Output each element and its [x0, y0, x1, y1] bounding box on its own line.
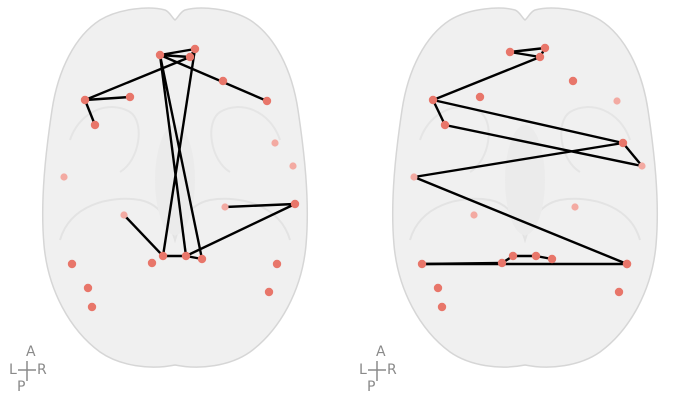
brain-node — [155, 50, 165, 60]
brain-node — [470, 211, 478, 219]
orientation-cross-icon — [368, 361, 386, 381]
brain-node — [440, 120, 450, 130]
brain-node — [125, 92, 135, 102]
brain-node — [535, 52, 545, 62]
brain-node — [540, 43, 550, 53]
edge — [413, 175, 628, 266]
brain-node — [437, 302, 447, 312]
edge — [84, 95, 131, 102]
brain-node — [433, 283, 443, 293]
brain-node — [80, 95, 90, 105]
orientation-right-label: R — [37, 362, 47, 378]
brain-node — [60, 173, 68, 181]
orientation-cross-icon — [18, 361, 36, 381]
brain-node — [120, 211, 128, 219]
brain-node — [497, 258, 507, 268]
brain-node — [218, 76, 228, 86]
edge — [185, 202, 296, 258]
brain-node — [67, 259, 77, 269]
brain-node — [417, 259, 427, 269]
brain-node — [505, 47, 515, 57]
edge — [83, 99, 97, 126]
brain-node — [410, 173, 418, 181]
brain-node — [614, 287, 624, 297]
brain-node — [508, 251, 518, 261]
nodes-layer — [60, 43, 646, 312]
brain-node — [221, 203, 229, 211]
panel-left-edges — [83, 47, 296, 261]
edge — [224, 202, 296, 209]
edge — [158, 54, 204, 260]
edge — [432, 98, 624, 145]
orientation-posterior-label: P — [367, 379, 376, 395]
edge — [413, 141, 624, 179]
brain-node — [428, 95, 438, 105]
edge — [159, 53, 191, 59]
brain-node — [613, 97, 621, 105]
brain-node — [158, 251, 168, 261]
brain-node — [571, 203, 579, 211]
brain-node — [290, 199, 300, 209]
brain-node — [618, 138, 628, 148]
brain-node — [547, 254, 557, 264]
brain-node — [147, 258, 157, 268]
brain-node — [185, 52, 195, 62]
panel-left-nodes — [60, 44, 300, 312]
brain-node — [289, 162, 297, 170]
brain-node — [181, 251, 191, 261]
orientation-posterior-label: P — [17, 379, 26, 395]
edge — [444, 123, 643, 168]
brain-node — [638, 162, 646, 170]
panel-right-edges — [413, 46, 643, 266]
brain-node — [475, 92, 485, 102]
edge — [431, 99, 447, 126]
edges-layer — [83, 46, 643, 266]
brain-node — [568, 76, 578, 86]
orientation-right-label: R — [387, 362, 397, 378]
brain-node — [90, 120, 100, 130]
brain-node — [197, 254, 207, 264]
orientation-anterior-label: A — [376, 344, 386, 360]
brain-node — [531, 251, 541, 261]
orientation-left-label: L — [9, 362, 17, 378]
brain-node — [272, 259, 282, 269]
edge — [84, 55, 191, 102]
panel-right-nodes — [410, 43, 646, 312]
edge — [432, 55, 541, 102]
orientation-left-label: L — [359, 362, 367, 378]
brain-node — [271, 139, 279, 147]
edge — [159, 47, 196, 57]
edge — [509, 50, 541, 59]
edge — [509, 46, 546, 54]
edge — [158, 54, 188, 257]
edge — [123, 214, 164, 257]
brain-node — [83, 283, 93, 293]
brain-node — [87, 302, 97, 312]
orientation-anterior-label: A — [26, 344, 36, 360]
edge — [421, 261, 503, 266]
brain-node — [264, 287, 274, 297]
brain-node — [262, 96, 272, 106]
brain-node — [190, 44, 200, 54]
edge — [622, 142, 643, 167]
brain-node — [622, 259, 632, 269]
